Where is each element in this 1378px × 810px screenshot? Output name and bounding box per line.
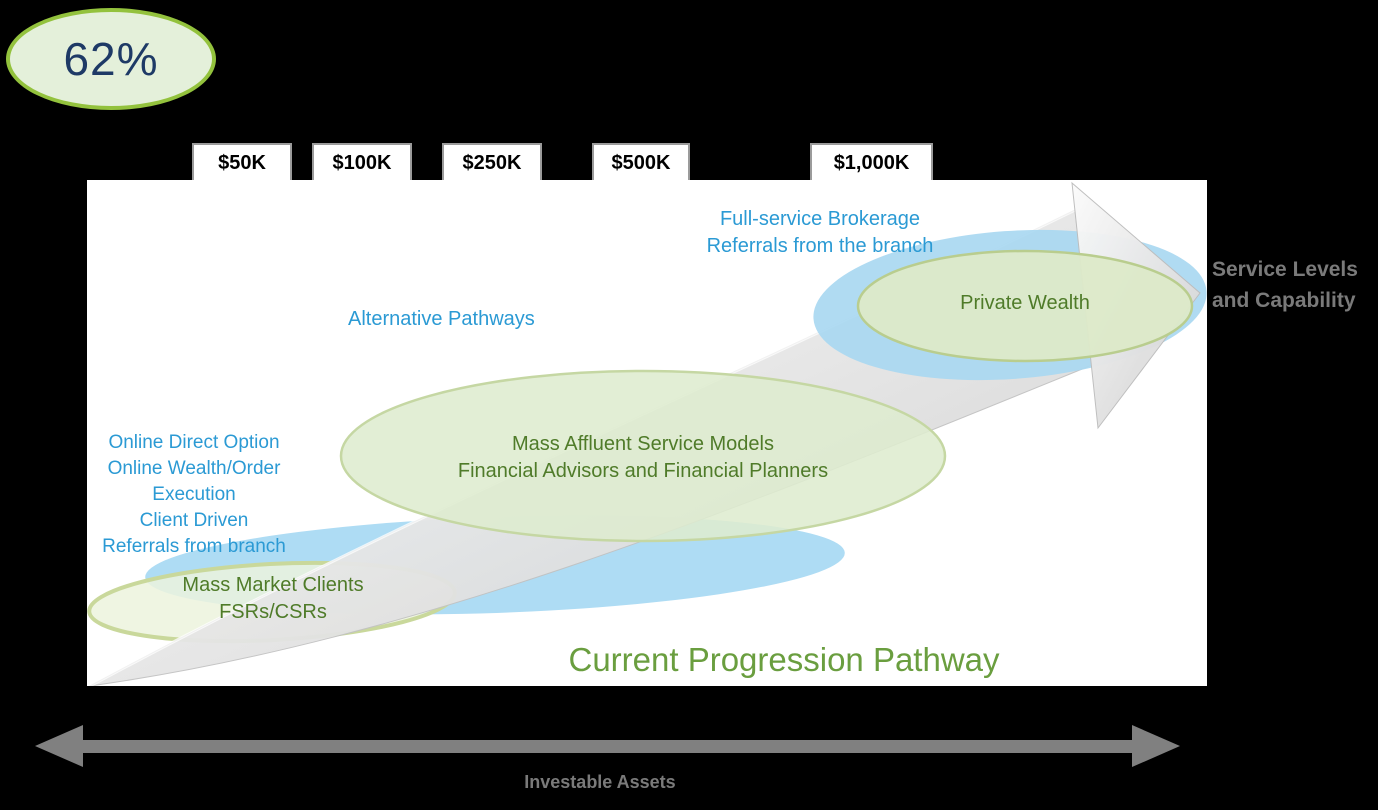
online-line5: Referrals from branch bbox=[102, 536, 286, 557]
online-channel-label: Online Direct Option Online Wealth/Order… bbox=[84, 430, 304, 560]
mass-market-line1: Mass Market Clients bbox=[182, 574, 364, 596]
x-axis-label: Investable Assets bbox=[524, 772, 676, 792]
threshold-box-100k: $100K bbox=[312, 143, 412, 183]
mass-affluent-green-ellipse bbox=[339, 369, 947, 543]
y-axis-line1: Service Levels bbox=[1212, 258, 1358, 281]
mass-affluent-line2: Financial Advisors and Financial Planner… bbox=[457, 460, 829, 482]
private-wealth-label: Private Wealth bbox=[960, 292, 1090, 314]
full-service-line1: Full-service Brokerage bbox=[719, 208, 921, 230]
x-axis-arrowhead-left-icon bbox=[35, 725, 83, 767]
threshold-box-500k: $500K bbox=[592, 143, 690, 183]
threshold-box-250k: $250K bbox=[442, 143, 542, 183]
stat-ellipse: 62% bbox=[6, 8, 216, 110]
mass-affluent-line1: Mass Affluent Service Models bbox=[512, 433, 774, 455]
private-wealth-green-ellipse bbox=[856, 249, 1194, 363]
alternative-pathways-label: Alternative Pathways bbox=[348, 308, 535, 330]
online-line4: Client Driven bbox=[139, 510, 249, 531]
x-axis-arrow-shaft bbox=[79, 740, 1136, 753]
online-line2: Online Wealth/Order bbox=[107, 458, 281, 479]
threshold-box-1000k: $1,000K bbox=[810, 143, 933, 183]
stat-value: 62% bbox=[63, 33, 159, 85]
full-service-label: Full-service Brokerage Referrals from th… bbox=[600, 206, 1040, 260]
mass-affluent-label: Mass Affluent Service Models Financial A… bbox=[433, 431, 853, 485]
y-axis-line2: and Capability bbox=[1212, 289, 1356, 312]
threshold-box-50k: $50K bbox=[192, 143, 292, 183]
online-line1: Online Direct Option bbox=[108, 432, 280, 453]
online-line3: Execution bbox=[152, 484, 236, 505]
y-axis-label: Service Levels and Capability bbox=[1212, 254, 1378, 316]
x-axis-arrowhead-right-icon bbox=[1132, 725, 1180, 767]
diagram-title: Current Progression Pathway bbox=[568, 641, 1000, 678]
pathway-graphic bbox=[87, 181, 1207, 688]
diagram-panel bbox=[87, 180, 1207, 688]
mass-market-line2: FSRs/CSRs bbox=[219, 601, 327, 623]
full-service-line2: Referrals from the branch bbox=[706, 235, 934, 257]
mass-market-label: Mass Market Clients FSRs/CSRs bbox=[133, 572, 413, 626]
x-axis-arrow bbox=[35, 725, 1180, 767]
